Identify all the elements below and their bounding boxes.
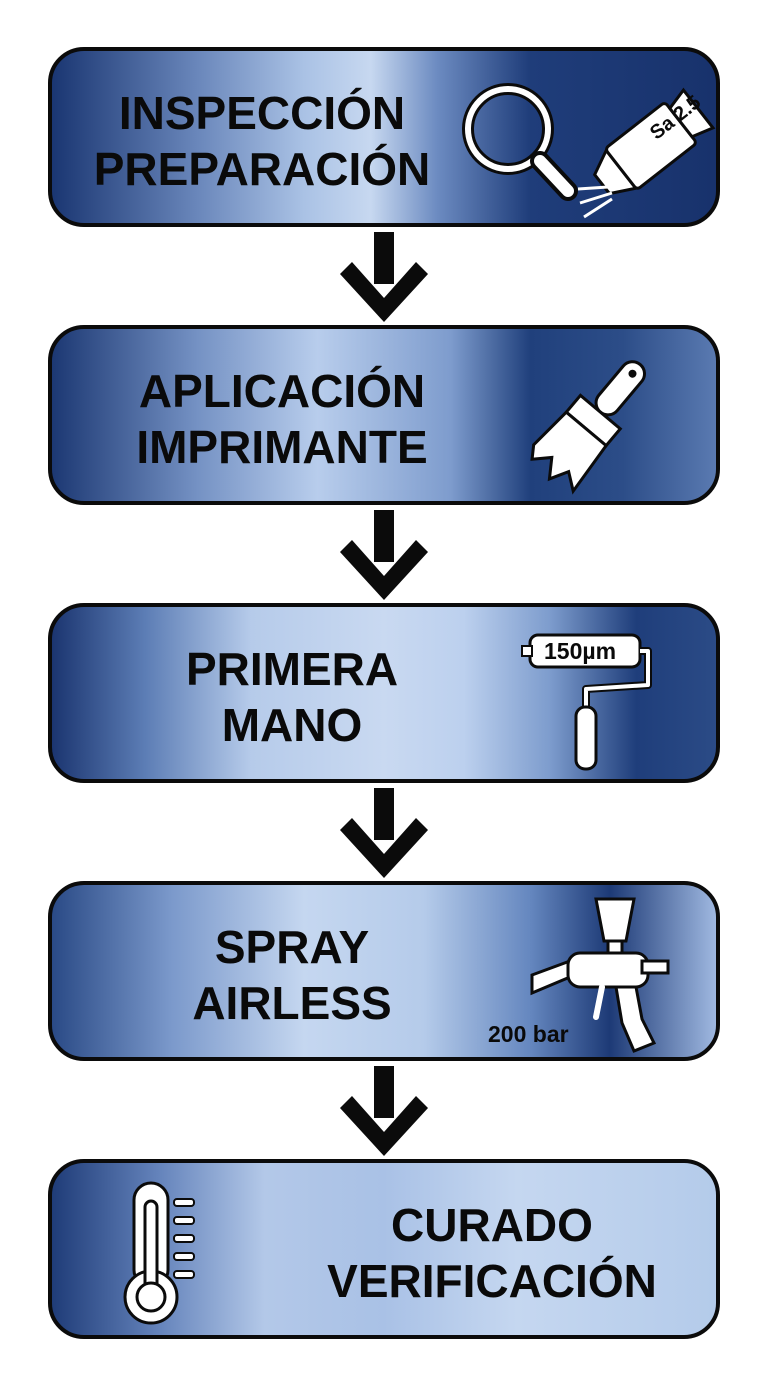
step-5-text: CURADO VERIFICACIÓN [292, 1197, 692, 1309]
paint-roller-icon [521, 633, 652, 771]
step-3-line2: MANO [221, 699, 363, 751]
step-1-text: INSPECCIÓN PREPARACIÓN [52, 85, 472, 197]
film-thickness-badge: 150µm [544, 638, 617, 664]
step-4-line1: SPRAY [214, 921, 370, 973]
blasting-nozzle-icon [577, 87, 716, 219]
arrow-down-icon [340, 1066, 428, 1156]
step-first-coat: PRIMERA MANO 150µm [48, 603, 720, 783]
arrow-down-icon [340, 510, 428, 600]
step-2-line2: IMPRIMANTE [136, 421, 428, 473]
arrow-down-icon [340, 788, 428, 878]
step-airless-spray: SPRAY AIRLESS 200 bar [48, 881, 720, 1061]
step-inspection: INSPECCIÓN PREPARACIÓN Sa 2.5 [48, 47, 720, 227]
step-4-text: SPRAY AIRLESS [92, 919, 492, 1031]
step-curing-verification: CURADO VERIFICACIÓN [48, 1159, 720, 1339]
step-primer: APLICACIÓN IMPRIMANTE [48, 325, 720, 505]
step-5-line2: VERIFICACIÓN [327, 1255, 657, 1307]
step-3-text: PRIMERA MANO [92, 641, 492, 753]
step-3-line1: PRIMERA [185, 643, 399, 695]
step-1-line2: PREPARACIÓN [93, 143, 431, 195]
magnifier-icon [462, 83, 578, 201]
step-2-text: APLICACIÓN IMPRIMANTE [72, 363, 492, 475]
thermometer-icon [123, 1181, 195, 1325]
spray-pressure-badge: 200 bar [488, 1021, 569, 1047]
paintbrush-icon [530, 360, 646, 495]
arrow-down-icon [340, 232, 428, 322]
step-5-line1: CURADO [391, 1199, 593, 1251]
spray-gun-icon [530, 897, 670, 1053]
step-1-line1: INSPECCIÓN [118, 87, 406, 139]
step-2-line1: APLICACIÓN [138, 365, 426, 417]
step-4-line2: AIRLESS [192, 977, 392, 1029]
